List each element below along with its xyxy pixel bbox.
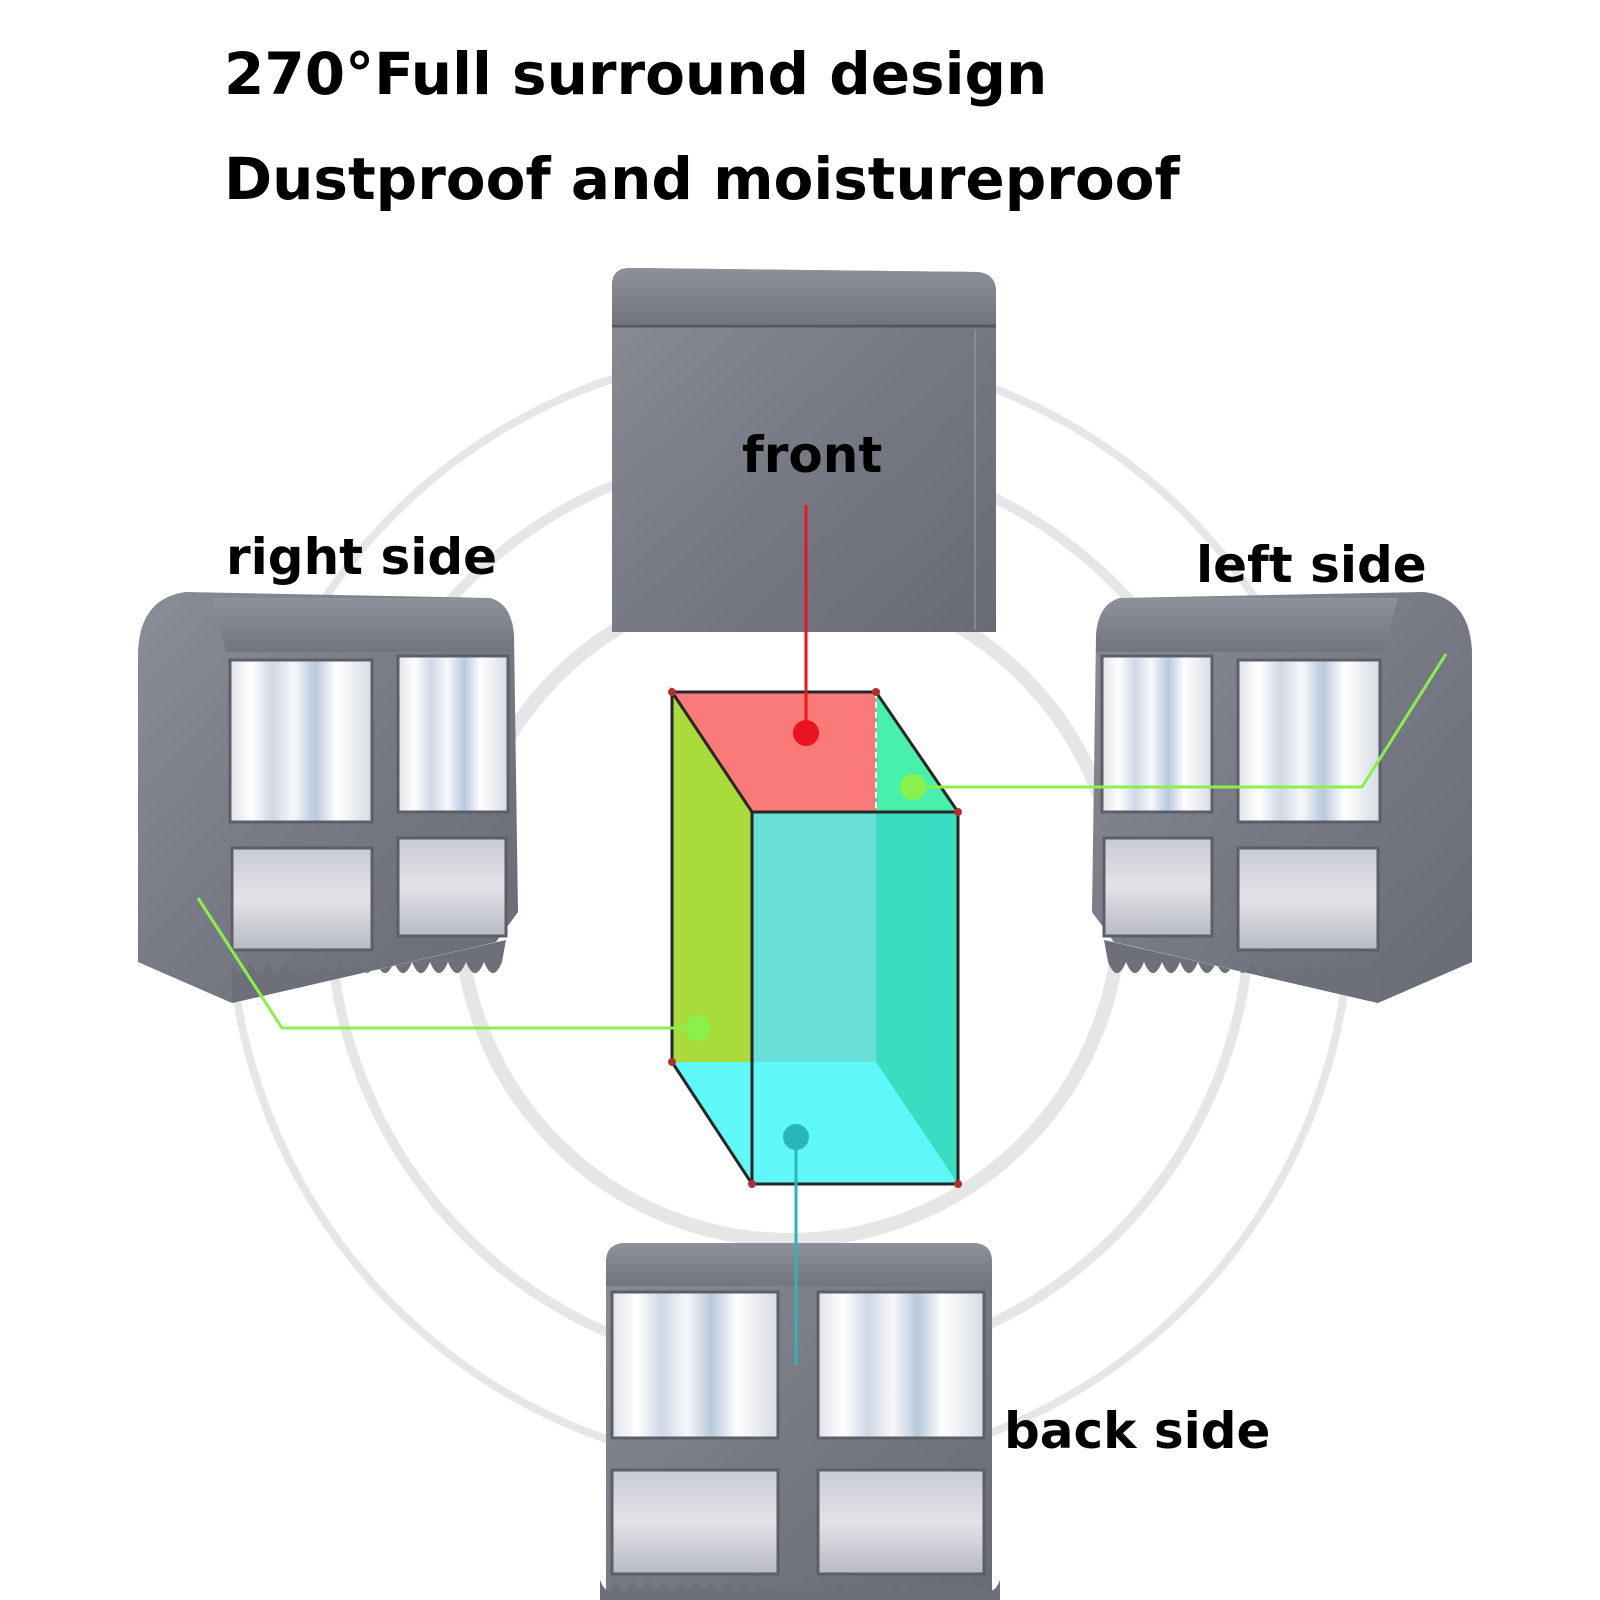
label-front: front	[742, 426, 882, 484]
box-vertex	[872, 688, 880, 696]
left-window-right	[1236, 658, 1382, 824]
right-drawer-right	[396, 836, 508, 938]
front-top-flap	[612, 268, 996, 324]
right-ruffle	[232, 940, 506, 1003]
left-window-left	[1100, 654, 1214, 814]
box-back-face	[672, 1062, 958, 1184]
right-side-marker	[685, 1015, 711, 1041]
box-right-face	[672, 692, 752, 1184]
box-vertex	[668, 1058, 676, 1066]
back-cover-top	[606, 1243, 992, 1286]
left-ruffle	[1104, 940, 1378, 1003]
left-cover-top	[1096, 598, 1398, 652]
left-side-leader-line	[913, 653, 1448, 789]
leader-lines	[196, 505, 1448, 1365]
left-side-marker	[900, 774, 926, 800]
headline-dustproof: Dustproof and moistureproof	[224, 145, 1180, 213]
back-drawer-left	[610, 1468, 780, 1576]
back-side-marker	[783, 1124, 809, 1150]
right-window-left	[228, 658, 374, 824]
back-window-right	[816, 1290, 986, 1440]
right-side-cover-image	[138, 592, 518, 1003]
right-drawer-left	[230, 846, 374, 952]
back-ruffle	[600, 1580, 1000, 1600]
box-front-face	[672, 692, 876, 812]
left-drawer-left	[1102, 836, 1214, 938]
label-back-side: back side	[1004, 1402, 1270, 1460]
colored-box-model	[668, 687, 962, 1188]
label-left-side: left side	[1196, 536, 1427, 594]
right-side-leader-line	[196, 897, 698, 1030]
right-window-right	[396, 654, 510, 814]
label-right-side: right side	[226, 528, 497, 586]
box-vertex	[954, 1180, 962, 1188]
back-window-left	[610, 1290, 780, 1440]
right-cover-top	[212, 598, 514, 652]
back-side-cover-image	[600, 1243, 1000, 1600]
box-vertex	[668, 688, 676, 696]
front-marker	[793, 720, 819, 746]
left-drawer-right	[1236, 846, 1380, 952]
headline-surround: 270°Full surround design	[224, 40, 1048, 108]
box-vertex	[954, 808, 962, 816]
box-vertex	[748, 1180, 756, 1188]
front-panel	[612, 268, 996, 632]
front-cover-image	[612, 268, 996, 632]
back-drawer-right	[816, 1468, 986, 1576]
left-side-cover-image	[1092, 592, 1472, 1003]
